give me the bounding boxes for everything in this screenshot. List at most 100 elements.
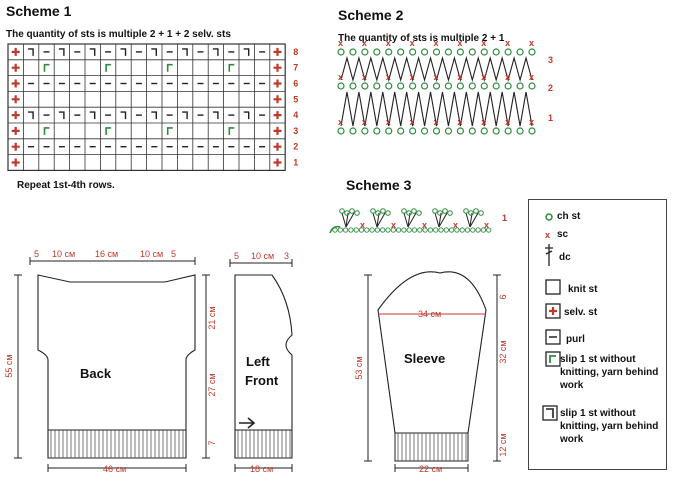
ch-st-icon bbox=[397, 48, 405, 56]
sc-icon: x bbox=[434, 117, 439, 127]
ch-st-icon bbox=[373, 48, 381, 56]
dc-icon bbox=[403, 212, 409, 228]
ch-st-icon bbox=[456, 82, 464, 90]
ch-st-icon bbox=[411, 227, 418, 233]
ch-st-icon bbox=[432, 127, 441, 135]
sc-icon: x bbox=[453, 220, 458, 230]
slip-front-icon bbox=[545, 351, 561, 367]
row-number-label: 2 bbox=[548, 83, 553, 93]
slip-back-icon bbox=[89, 48, 96, 56]
slip-back-icon bbox=[182, 111, 188, 120]
ch-st-icon bbox=[401, 208, 407, 214]
ch-st-icon bbox=[349, 48, 357, 56]
ch-st-icon bbox=[463, 208, 469, 214]
left-front-bottom-label: 18 см bbox=[250, 464, 273, 474]
ch-st-icon bbox=[409, 127, 417, 135]
selv-st-icon bbox=[11, 47, 20, 56]
back-bottom-label: 46 см bbox=[103, 464, 126, 474]
scheme2-title: Scheme 2 bbox=[338, 7, 404, 23]
ch-st-icon bbox=[361, 127, 369, 135]
sc-icon: x bbox=[529, 117, 534, 127]
back-height-label: 55 см bbox=[4, 354, 14, 377]
slip-back-icon bbox=[212, 111, 219, 120]
left-front-label-2: Front bbox=[245, 373, 279, 388]
back-outline bbox=[37, 274, 196, 459]
slip-back-icon bbox=[243, 111, 250, 120]
ch-st-icon bbox=[349, 127, 357, 135]
ch-st-icon bbox=[337, 82, 345, 90]
ch-st-icon bbox=[417, 227, 423, 233]
ch-st-icon bbox=[528, 127, 536, 135]
sleeve-top-width: 34 см bbox=[418, 309, 441, 319]
knit-st-icon bbox=[545, 279, 561, 295]
legend-slip-front: slip 1 st without knitting, yarn behind … bbox=[560, 354, 659, 391]
sc-icon: x bbox=[505, 117, 510, 127]
sc-icon: x bbox=[362, 72, 367, 82]
dc-icon bbox=[434, 212, 440, 228]
ch-st-icon bbox=[358, 227, 365, 233]
ch-st-icon bbox=[444, 127, 453, 135]
row-number-label: 7 bbox=[293, 63, 298, 73]
sleeve-height-label: 53 см bbox=[354, 356, 364, 379]
sc-icon: x bbox=[338, 38, 343, 48]
ch-st-icon bbox=[369, 227, 375, 233]
ch-st-icon bbox=[337, 127, 345, 135]
sc-icon: x bbox=[529, 72, 534, 82]
slip-back-icon bbox=[58, 48, 65, 56]
lf-dim-5: 5 bbox=[234, 251, 239, 261]
legend-purl: purl bbox=[566, 334, 585, 345]
row-number-label: 4 bbox=[293, 110, 298, 120]
ch-st-icon bbox=[354, 210, 360, 216]
back-dim-5a: 5 bbox=[34, 249, 39, 259]
ch-st-icon bbox=[468, 82, 476, 90]
scheme3-title: Scheme 3 bbox=[346, 177, 412, 193]
ch-st-icon bbox=[385, 227, 391, 233]
arrow-icon bbox=[239, 417, 256, 429]
ch-st-icon bbox=[528, 48, 536, 56]
slip-back-icon bbox=[243, 48, 250, 56]
sc-icon: x bbox=[484, 220, 489, 230]
left-front-outline bbox=[234, 274, 293, 459]
back-side-27: 27 см bbox=[207, 373, 217, 396]
sleeve-side-6: 6 bbox=[498, 294, 508, 299]
legend-ch-st: ch st bbox=[557, 211, 581, 222]
ch-st-icon bbox=[349, 208, 355, 214]
selv-st-icon bbox=[11, 63, 20, 72]
row-number-label: 3 bbox=[548, 55, 553, 65]
back-side-7: 7 bbox=[207, 440, 217, 445]
ch-st-icon bbox=[397, 127, 405, 135]
legend-dc: dc bbox=[559, 252, 571, 263]
ch-st-icon bbox=[361, 82, 369, 90]
legend-box bbox=[528, 199, 667, 470]
selv-st-icon bbox=[11, 95, 20, 104]
slip-front-icon bbox=[166, 127, 173, 135]
slip-front-icon bbox=[228, 127, 235, 135]
sc-icon: x bbox=[386, 72, 391, 82]
selv-st-icon bbox=[273, 126, 282, 135]
lf-dim-10: 10 см bbox=[251, 251, 274, 261]
selv-st-icon bbox=[11, 111, 20, 120]
slip-back-icon bbox=[182, 48, 188, 56]
ch-st-icon bbox=[353, 227, 359, 233]
slip-back-icon bbox=[151, 48, 157, 56]
slip-back-icon bbox=[89, 111, 96, 120]
slip-back-icon bbox=[212, 48, 219, 56]
scheme1-repeat-note: Repeat 1st-4th rows. bbox=[17, 180, 115, 191]
slip-front-icon bbox=[166, 63, 173, 72]
legend-knit-st: knit st bbox=[568, 284, 598, 295]
dc-icon bbox=[376, 212, 386, 228]
ch-st-icon bbox=[447, 210, 453, 216]
selv-st-icon bbox=[11, 79, 20, 88]
sc-icon: x bbox=[457, 117, 462, 127]
ch-st-icon bbox=[492, 82, 500, 90]
selv-st-icon bbox=[273, 111, 282, 120]
sc-icon: x bbox=[422, 220, 427, 230]
ch-st-icon bbox=[409, 48, 417, 56]
ch-st-icon bbox=[385, 82, 393, 90]
left-front-label-1: Left bbox=[246, 354, 271, 369]
sleeve-side-32: 32 см bbox=[498, 340, 508, 363]
row-number-label: 2 bbox=[293, 142, 298, 152]
sc-icon: x bbox=[457, 38, 462, 48]
